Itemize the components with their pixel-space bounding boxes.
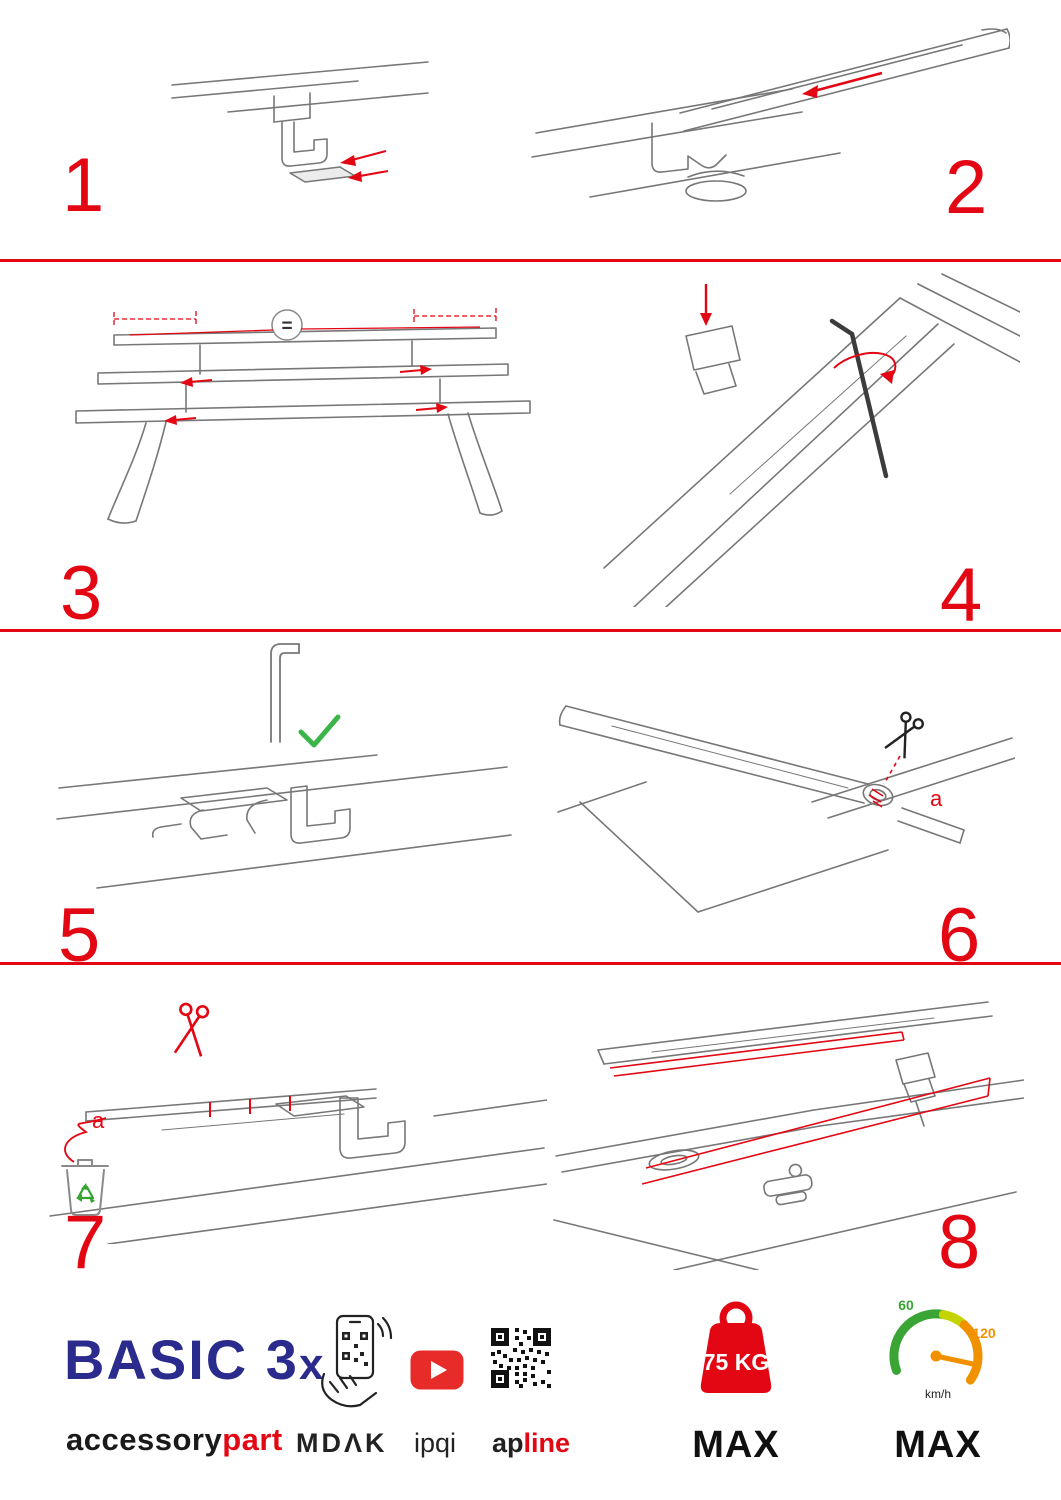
step-2-drawing <box>531 28 1010 202</box>
brand-wordmark-red: part <box>222 1422 283 1457</box>
product-name-suffix: x <box>298 1340 326 1389</box>
step-1-number: 1 <box>62 143 105 228</box>
step-6-number: 6 <box>938 893 981 978</box>
cut-marks <box>209 1096 291 1117</box>
step-8-drawing <box>553 1001 1024 1270</box>
logo-apline-black: ap <box>492 1428 524 1458</box>
speed-tick-60: 60 <box>898 1297 914 1313</box>
step-1-drawing <box>171 61 429 183</box>
logo-apline: apline <box>492 1430 570 1457</box>
step-7-number: 7 <box>64 1200 107 1285</box>
speed-tick-120: 120 <box>972 1325 996 1341</box>
step-2-number: 2 <box>945 145 988 230</box>
step-4-number: 4 <box>940 553 983 638</box>
scissors-icon <box>884 711 924 759</box>
product-name: BASIC 3x <box>64 1332 325 1388</box>
logo-mdak: MDΛK <box>296 1428 388 1458</box>
cut-label-a: a <box>92 1108 105 1133</box>
speedometer-icon: 60 120 km/h <box>889 1297 996 1401</box>
section-divider-1 <box>0 259 1061 262</box>
section-divider-2 <box>0 629 1061 632</box>
logo-apline-red: line <box>523 1428 571 1458</box>
scissors-icon <box>173 1002 210 1057</box>
trash-recycle-icon <box>61 1159 109 1216</box>
equal-badge <box>271 309 303 341</box>
allen-key <box>829 318 889 479</box>
step-3-drawing: = <box>75 308 531 524</box>
youtube-icon <box>410 1350 464 1390</box>
discard-strip <box>64 1117 107 1163</box>
brand-wordmark-black: accessory <box>66 1422 223 1457</box>
step-8-number: 8 <box>938 1200 981 1285</box>
rotate-arrow <box>833 351 897 381</box>
speed-needle <box>933 1353 976 1367</box>
slide-arrow <box>813 71 883 93</box>
max-speed-label: MAX <box>894 1424 982 1466</box>
section-divider-3 <box>0 962 1061 965</box>
equal-spacing-label: = <box>281 316 292 337</box>
t-bolt-slider <box>763 1163 813 1206</box>
logo-ipqi: ipqi <box>414 1428 457 1458</box>
step-7-drawing: a <box>49 1002 547 1244</box>
check-icon <box>298 714 341 748</box>
step-3-number: 3 <box>60 551 103 636</box>
step-6-drawing: a <box>557 705 1015 913</box>
step-5-number: 5 <box>58 893 101 978</box>
product-name-main: BASIC 3 <box>64 1328 299 1391</box>
step-4-drawing <box>603 273 1020 607</box>
weight-icon: 75 KG <box>700 1301 772 1393</box>
max-load-label: MAX <box>692 1424 780 1466</box>
qr-phone-icon <box>321 1314 393 1408</box>
max-load-value: 75 KG <box>703 1349 769 1375</box>
speed-unit-label: km/h <box>925 1387 951 1401</box>
insert-arrows <box>351 150 389 177</box>
cut-line <box>883 755 901 785</box>
qr-code-icon <box>489 1326 553 1390</box>
step-5-drawing <box>56 643 512 889</box>
cut-label-a: a <box>930 786 943 811</box>
brand-wordmark: accessorypart <box>66 1424 283 1455</box>
